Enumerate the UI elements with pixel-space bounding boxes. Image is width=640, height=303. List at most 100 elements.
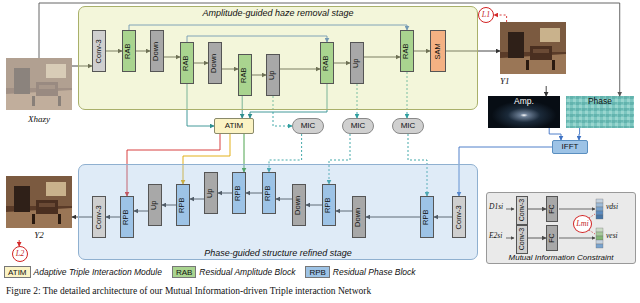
spectrum-label: Phase [588,97,612,107]
legend-text: Residual Amplitude Block [199,267,295,277]
symbol-label: E2si [489,232,502,241]
layer-block: FC [546,196,558,222]
feature-block: RAB [122,30,136,72]
figure-caption: Figure 2: The detailed architecture of o… [6,286,371,297]
dehazed-image [500,22,566,74]
spectrum-node: Phase [566,96,634,128]
hazy-image [6,58,72,110]
feature-block: Up [204,172,218,214]
module-pill: MIC [342,118,374,134]
block-label: Down [211,53,220,72]
legend-swatch: ATIM [4,266,31,278]
block-label: RAB [183,55,192,70]
stage-title: Amplitude-guided haze removal stage [202,8,353,18]
legend-abbreviation: ATIM [8,268,27,277]
feature-block: Up [266,54,280,96]
block-label: Up [353,58,362,68]
module-label: MIC [301,121,316,130]
module-label: MIC [351,121,366,130]
feature-block: RPB [232,172,246,214]
layer-block: FC [546,225,558,251]
image-label: Y2 [34,230,44,240]
block-label: SAM [434,43,443,59]
stage-title: Phase-guided structure refined stage [204,248,352,258]
connector [549,128,561,140]
symbol-label: vesi [606,232,618,241]
connector [546,86,547,96]
block-label: Conv-3 [95,39,104,63]
feature-block: Down [150,30,164,72]
legend-abbreviation: RAB [176,268,192,277]
panel-title: Mutual Information Constraint [509,253,614,262]
module-box: ATIM [214,118,254,134]
output-image [6,176,72,228]
amplitude-spectrum [488,96,560,128]
legend-item: RAB Residual Amplitude Block [172,266,296,278]
attention-block: SAM [430,30,446,72]
block-label: FC [548,233,556,242]
block-label: Up [269,70,278,80]
feature-block: Up [148,184,162,226]
feature-block: RPB [176,184,190,226]
block-label: Up [151,200,160,210]
loss-label: L1 [482,10,490,19]
module-pill: MIC [392,118,424,134]
block-label: RAB [323,55,332,70]
block-label: RPB [423,209,432,224]
module-pill: MIC [292,118,324,134]
block-label: Conv-3 [518,228,526,251]
symbol-label: vdsi [606,203,618,212]
phase-spectrum [566,96,634,128]
block-label: RAB [125,43,134,58]
image-node: Xhazy [6,58,72,124]
feature-block: RPB [322,184,336,226]
feature-block: RPB [120,196,134,238]
stage-band: Phase-guided structure refined stage Conv… [78,164,478,260]
block-label: RPB [325,197,334,212]
loss-circle: Lmi [573,215,592,233]
feature-block: RPB [262,172,276,214]
spectrum-label: Amp. [514,97,534,107]
feature-block: RPB [420,196,434,238]
symbol-label: D1si [489,203,503,212]
module-label: MIC [401,121,416,130]
legend-text: Adaptive Triple Interaction Module [34,267,162,277]
block-label: Conv-3 [455,205,464,229]
module-box: IFFT [552,140,588,154]
feature-block: Conv-3 [92,30,106,72]
loss-label: Lmi [576,219,588,228]
feature-block: RAB [238,54,252,96]
legend-abbreviation: RPB [309,268,325,277]
legend-swatch: RAB [172,266,196,278]
block-label: RPB [235,185,244,200]
legend-item: ATIM Adaptive Triple Interaction Module [4,266,162,278]
feature-block: RAB [400,30,414,72]
block-label: Up [207,188,216,198]
image-node: Y2 [6,176,72,240]
feature-block: Conv-3 [92,196,106,238]
haze-overlay [6,58,72,110]
block-label: Down [295,195,304,214]
module-label: ATIM [225,121,244,130]
connector [579,128,581,140]
module-label: IFFT [562,142,579,151]
legend-text: Residual Phase Block [333,267,416,277]
feature-block: Down [352,196,366,238]
block-label: RPB [179,197,188,212]
layer-block: Conv-3 [516,225,528,254]
feature-block: RAB [180,42,194,84]
image-label: Y1 [500,76,510,86]
block-label: RPB [123,209,132,224]
block-label: Down [153,41,162,60]
legend-item: RPB Residual Phase Block [305,266,415,278]
feature-block: Up [350,42,364,84]
legend-swatch: RPB [305,266,329,278]
feature-block: Conv-3 [452,196,466,238]
connector [494,15,507,22]
feature-block: Down [292,184,306,226]
loss-label: L2 [16,249,24,258]
feature-block: RAB [320,42,334,84]
block-label: Conv-3 [95,205,104,229]
spectrum-node: Amp. [488,96,560,128]
layer-block: Conv-3 [516,196,528,225]
